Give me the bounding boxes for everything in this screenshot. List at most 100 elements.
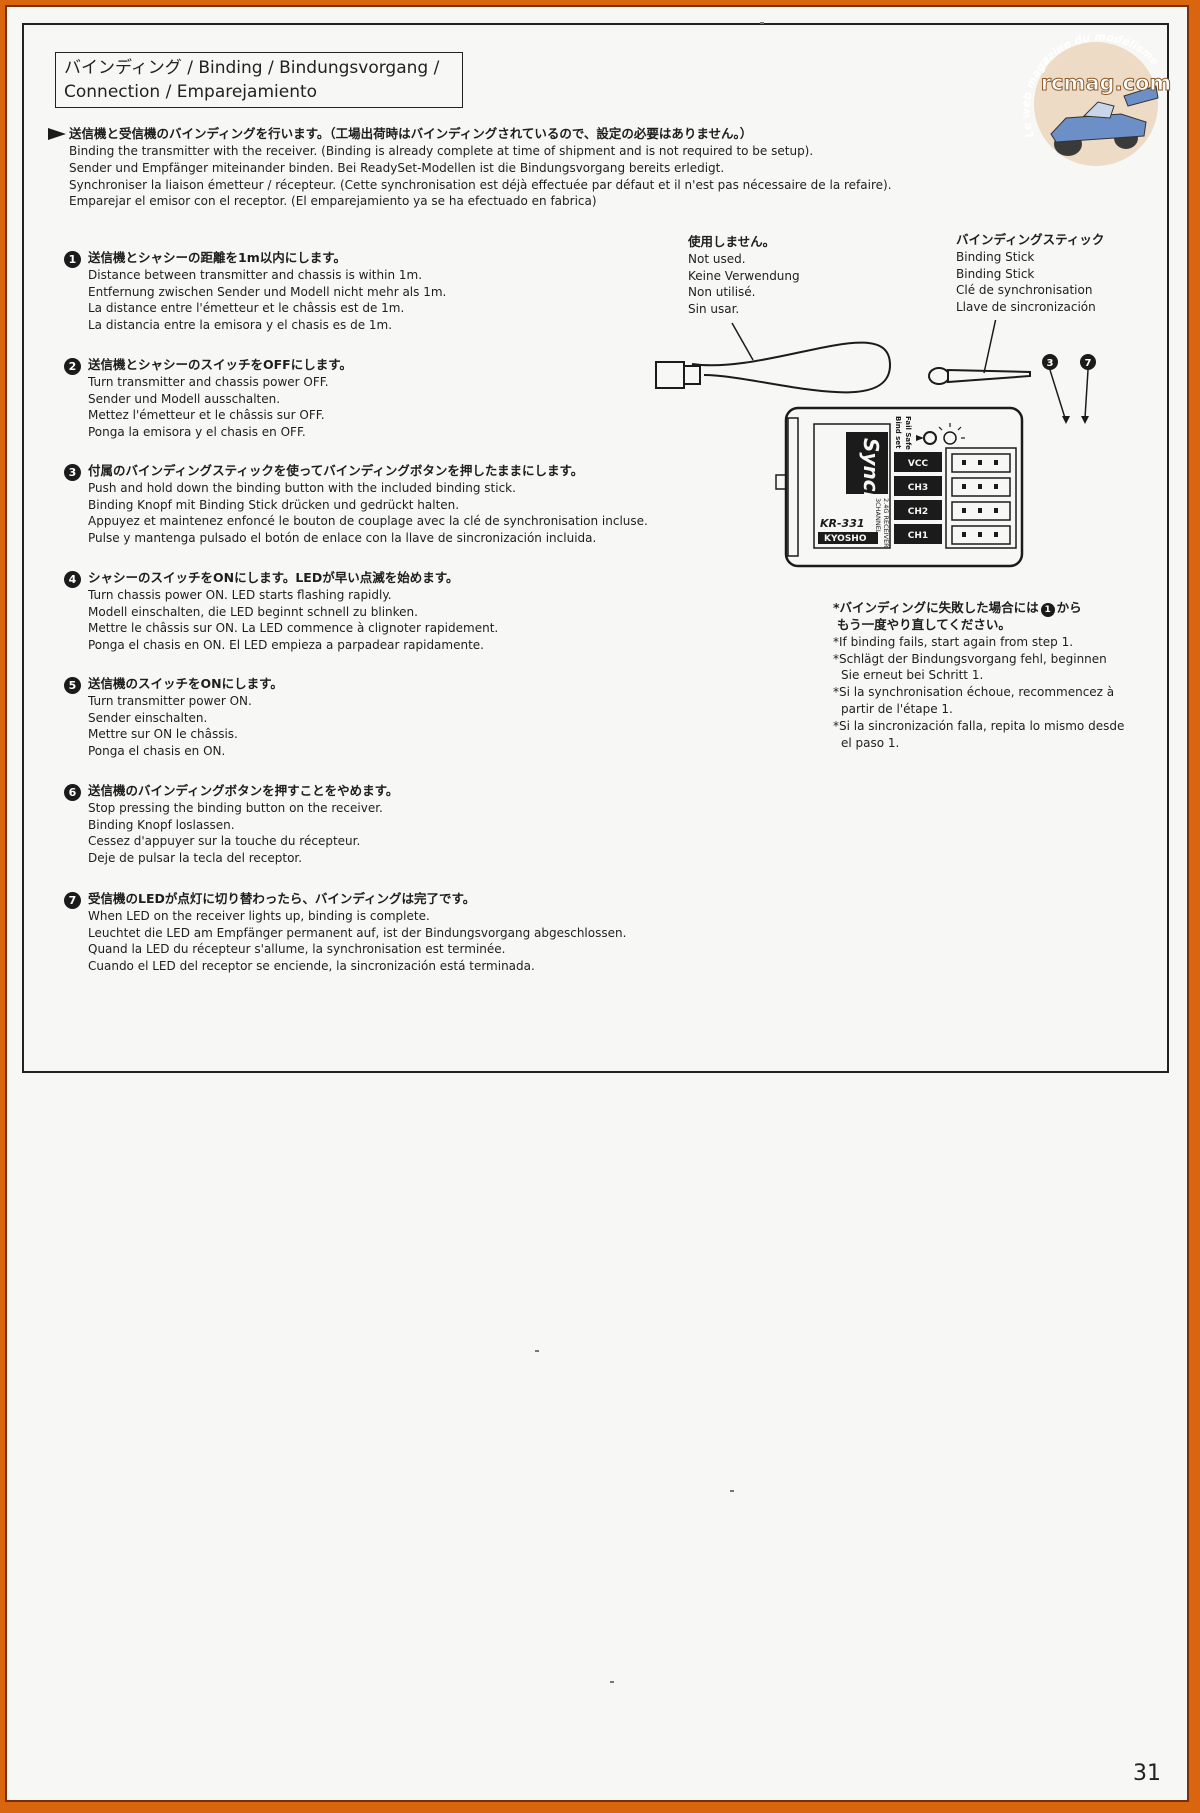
step-5-line: Turn transmitter power ON. [88, 693, 252, 708]
receiver-desc-1: 3CHANNEL [874, 498, 882, 534]
note-es-2: el paso 1. [841, 735, 900, 750]
bind-button-icon [923, 431, 937, 445]
scan-speck [610, 1681, 614, 1683]
note-es-1: *Si la sincronización falla, repita lo m… [833, 718, 1125, 733]
scan-speck [730, 1490, 734, 1492]
note-en: *If binding fails, start again from step… [833, 634, 1074, 649]
note-jp-1a: *バインディングに失敗した場合には [833, 600, 1039, 615]
step-7-line: When LED on the receiver lights up, bind… [88, 908, 430, 923]
not-used-fr: Non utilisé. [688, 285, 756, 300]
binding-stick-de: Binding Stick [956, 266, 1035, 281]
step-3-line: Appuyez et maintenez enfoncé le bouton d… [88, 514, 648, 529]
note-jp-2: もう一度やり直してください。 [837, 617, 1011, 632]
step-3-jp: 付属のバインディングスティックを使ってバインディングボタンを押したままにします。 [88, 463, 584, 478]
rc-car-icon [1050, 85, 1159, 156]
binding-stick-fr: Clé de synchronisation [956, 283, 1093, 298]
step-1: 送信機とシャシーの距離を1m以内にします。 Distance between tr… [88, 250, 446, 334]
intro-de: Sender und Empfänger miteinander binden.… [69, 160, 725, 175]
step-5-line: Sender einschalten. [88, 710, 208, 725]
step-4-number-icon: 4 [64, 571, 81, 588]
step-2-number-icon: 2 [64, 358, 81, 375]
step-3: 付属のバインディングスティックを使ってバインディングボタンを押したままにします。… [88, 463, 648, 547]
callout-7-text: 7 [1085, 358, 1092, 369]
step-5: 送信機のスイッチをONにします。 Turn transmitter power O… [88, 676, 283, 760]
step-2-jp: 送信機とシャシーのスイッチをOFFにします。 [88, 357, 352, 372]
not-used-en: Not used. [688, 251, 746, 266]
unused-cable-icon [655, 322, 892, 394]
note-de-2: Sie erneut bei Schritt 1. [841, 668, 984, 683]
binding-stick-en: Binding Stick [956, 249, 1035, 264]
step-6-line: Deje de pulsar la tecla del receptor. [88, 851, 303, 866]
step-3-line: Pulse y mantenga pulsado el botón de enl… [88, 531, 597, 546]
step-5-line: Mettre sur ON le châssis. [88, 727, 238, 742]
arrow-icon [48, 128, 66, 140]
step-4-line: Modell einschalten, die LED beginnt schn… [88, 604, 418, 619]
step-2-line: Sender und Modell ausschalten. [88, 391, 281, 406]
step-4-line: Ponga el chasis en ON. El LED empieza a … [88, 638, 484, 653]
step-7-number-icon: 7 [64, 892, 81, 909]
not-used-de: Keine Verwendung [688, 268, 800, 283]
step-6-line: Binding Knopf loslassen. [88, 817, 235, 832]
intro-fr: Synchroniser la liaison émetteur / récep… [69, 177, 892, 192]
note-jp-1b: から [1056, 600, 1082, 615]
page-number: 31 [1133, 1761, 1161, 1786]
step-2: 送信機とシャシーのスイッチをOFFにします。 Turn transmitter a… [88, 357, 352, 441]
not-used-jp: 使用しません。 [688, 234, 776, 249]
step-7-line: Quand la LED du récepteur s'allume, la s… [88, 942, 506, 957]
step-3-line: Push and hold down the binding button wi… [88, 480, 516, 495]
step-1-line: Distance between transmitter and chassis… [88, 267, 423, 282]
title-line-1: バインディング / Binding / Bindungsvorgang / [64, 58, 440, 78]
receiver-desc-2: 2.4G RECEIVER [882, 498, 890, 548]
port-ch2: CH2 [908, 507, 928, 517]
receiver-diagram: 3 7 Syncro [655, 320, 1096, 568]
step-2-line: Turn transmitter and chassis power OFF. [88, 374, 329, 389]
manual-page [5, 5, 1189, 1802]
step-4-line: Mettre le châssis sur ON. La LED commenc… [88, 621, 499, 636]
step-2-line: Ponga la emisora y el chasis en OFF. [88, 425, 306, 440]
callout-3-icon [1042, 354, 1058, 370]
led-icon [943, 431, 957, 445]
step-2-line: Mettez l'émetteur et le châssis sur OFF. [88, 408, 325, 423]
port-vcc: VCC [908, 459, 929, 469]
intro-lines: Binding the transmitter with the receive… [69, 143, 892, 210]
binding-stick-icon [928, 320, 1031, 385]
bind-set-label: Bind set [894, 416, 902, 449]
binding-stick-jp: バインディングスティック [956, 232, 1105, 247]
step-6: 送信機のバインディングボタンを押すことをやめます。Stop pressing t… [88, 783, 398, 867]
step-7-jp: 受信機のLEDが点灯に切り替わったら、バインディングは完了です。 [88, 891, 476, 906]
note-fr-1: *Si la synchronisation échoue, recommenc… [833, 685, 1115, 700]
step-5-jp: 送信機のスイッチをONにします。 [88, 676, 283, 691]
receiver-model: KR-331 [820, 517, 865, 530]
not-used-label: 使用しません。 Not used. Keine Verwendung Non u… [688, 234, 800, 318]
step-1-jp: 送信機とシャシーの距離を1m以内にします。 [88, 250, 346, 265]
receiver-body [775, 406, 1024, 568]
step-4: シャシーのスイッチをONにします。LEDが早い点滅を始めます。 Turn chas… [88, 570, 498, 654]
note-step-1-icon: 1 [1040, 603, 1055, 617]
logo-text: rcmag.com [1041, 71, 1172, 95]
step-4-line: Turn chassis power ON. LED starts flashi… [88, 587, 392, 602]
step-1-line: La distance entre l'émetteur et le châss… [88, 301, 405, 316]
scan-speck [535, 1350, 539, 1352]
port-ch3: CH3 [908, 483, 928, 493]
step-7: 受信機のLEDが点灯に切り替わったら、バインディングは完了です。 When LED… [88, 891, 626, 975]
port-ch1: CH1 [908, 531, 928, 541]
step-3-number-icon: 3 [64, 464, 81, 481]
callout-3-text: 3 [1047, 358, 1054, 369]
intro-jp: 送信機と受信機のバインディングを行います。（工場出荷時はバインディングされている… [69, 126, 753, 141]
step-7-line: Leuchtet die LED am Empfänger permanent … [88, 925, 627, 940]
rcmag-logo: Le web magazine du modélisme rcmag.com [1019, 30, 1172, 166]
title-line-2: Connection / Emparejamiento [64, 82, 318, 102]
step-6-number-icon: 6 [64, 784, 81, 801]
binding-stick-es: Llave de sincronización [956, 300, 1096, 315]
not-used-es: Sin usar. [688, 302, 740, 317]
receiver-maker: KYOSHO [824, 534, 867, 544]
step-1-line: La distancia entre la emisora y el chasi… [88, 318, 393, 333]
step-4-jp: シャシーのスイッチをONにします。LEDが早い点滅を始めます。 [88, 570, 459, 585]
intro-en: Binding the transmitter with the receive… [69, 144, 814, 158]
step-5-number-icon: 5 [64, 677, 81, 694]
note-fr-2: partir de l'étape 1. [841, 701, 953, 716]
step-6-jp: 送信機のバインディングボタンを押すことをやめます。 [88, 783, 399, 798]
callout-7-icon [1080, 354, 1096, 370]
